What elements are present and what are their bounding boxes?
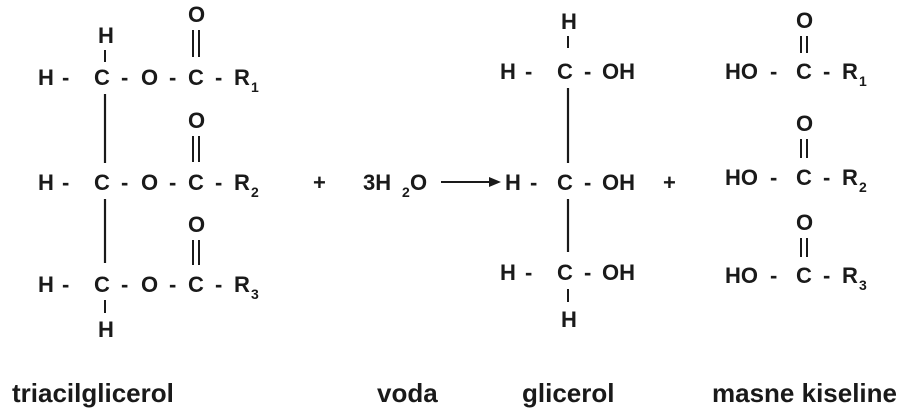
tag-row3-c: C — [94, 272, 110, 297]
fa2-r-subscript: 2 — [859, 179, 867, 195]
gly-row3-dash-2: - — [584, 260, 591, 285]
tag-row1-dash-2: - — [121, 65, 128, 90]
gly-top-h: H — [561, 9, 577, 34]
tag-row1-c: C — [94, 65, 110, 90]
fa3-dash-2: - — [823, 263, 830, 288]
gly-row1-oh: OH — [602, 59, 635, 84]
fa3-r: R — [842, 263, 858, 288]
tag-row3-dash-3: - — [169, 272, 176, 297]
water-reactant: 3H 2 O — [363, 170, 427, 200]
tag-row3-o: O — [141, 272, 158, 297]
gly-bottom-h: H — [561, 307, 577, 332]
tag-row2-carbonyl-c: C — [188, 170, 204, 195]
tag-row3-dash-1: - — [62, 272, 69, 297]
gly-row1-dash-2: - — [584, 59, 591, 84]
tag-row2-dash-1: - — [62, 170, 69, 195]
tag-row1-o: O — [141, 65, 158, 90]
fa1-dash-1: - — [770, 59, 777, 84]
glycerol-structure: H H - C - OH H - C - OH H - C - OH H — [500, 9, 635, 332]
fa2-dash-2: - — [823, 165, 830, 190]
triacylglycerol-structure: H H - C - O - C O - R 1 H - C - O - — [38, 2, 259, 342]
fatty-acids-structure: O HO - C - R 1 O HO - C - R 2 O HO — [725, 8, 867, 293]
gly-row1-dash-1: - — [525, 59, 532, 84]
fa3-c: C — [796, 263, 812, 288]
tag-row1-r-subscript: 1 — [251, 79, 259, 95]
tag-row3-carbonyl-c: C — [188, 272, 204, 297]
water-oxygen: O — [410, 170, 427, 195]
gly-row3-dash-1: - — [525, 260, 532, 285]
gly-row3-oh: OH — [602, 260, 635, 285]
tag-row2-r: R — [234, 170, 250, 195]
tag-row1-r: R — [234, 65, 250, 90]
reaction-arrow-head — [489, 177, 501, 187]
fa1-c: C — [796, 59, 812, 84]
fa3-dash-1: - — [770, 263, 777, 288]
tag-row1-h: H — [38, 65, 54, 90]
tag-row3-h: H — [38, 272, 54, 297]
gly-row1-h: H — [500, 59, 516, 84]
fatty-acid-3: O HO - C - R 3 — [725, 210, 867, 293]
tag-row2-o: O — [141, 170, 158, 195]
fatty-acid-2: O HO - C - R 2 — [725, 111, 867, 195]
fa3-ho: HO — [725, 263, 758, 288]
tag-row2-dash-4: - — [215, 170, 222, 195]
fa3-carbonyl-o: O — [796, 210, 813, 235]
caption-triacylglycerol: triacilglicerol — [12, 378, 174, 408]
gly-row2-h: H — [505, 170, 521, 195]
gly-row3-h: H — [500, 260, 516, 285]
caption-fatty-acids: masne kiseline — [712, 378, 897, 408]
fa1-ho: HO — [725, 59, 758, 84]
water-subscript: 2 — [402, 184, 410, 200]
tag-row1-dash-4: - — [215, 65, 222, 90]
caption-glycerol: glicerol — [522, 378, 614, 408]
water-coefficient: 3H — [363, 170, 391, 195]
tag-row1-dash-3: - — [169, 65, 176, 90]
tag-row2-r-subscript: 2 — [251, 184, 259, 200]
tag-row3-carbonyl-o: O — [188, 212, 205, 237]
fa2-ho: HO — [725, 165, 758, 190]
fa2-r: R — [842, 165, 858, 190]
fa3-r-subscript: 3 — [859, 277, 867, 293]
tag-row2-h: H — [38, 170, 54, 195]
tag-row1-carbonyl-c: C — [188, 65, 204, 90]
tag-row2-dash-2: - — [121, 170, 128, 195]
fa1-r: R — [842, 59, 858, 84]
plus-sign-1: + — [313, 170, 326, 195]
tag-top-h: H — [98, 23, 114, 48]
tag-row1-carbonyl-o: O — [188, 2, 205, 27]
fa1-carbonyl-o: O — [796, 8, 813, 33]
gly-row3-c: C — [557, 260, 573, 285]
tag-row3-dash-4: - — [215, 272, 222, 297]
gly-row2-dash-1: - — [530, 170, 537, 195]
fa1-r-subscript: 1 — [859, 73, 867, 89]
gly-row2-c: C — [557, 170, 573, 195]
fa2-dash-1: - — [770, 165, 777, 190]
tag-row3-r-subscript: 3 — [251, 286, 259, 302]
gly-row2-oh: OH — [602, 170, 635, 195]
fa2-c: C — [796, 165, 812, 190]
gly-row1-c: C — [557, 59, 573, 84]
reaction-arrow — [441, 177, 501, 187]
tag-row3-dash-2: - — [121, 272, 128, 297]
tag-row1-dash-1: - — [62, 65, 69, 90]
fa2-carbonyl-o: O — [796, 111, 813, 136]
tag-row3-r: R — [234, 272, 250, 297]
plus-sign-2: + — [663, 170, 676, 195]
fatty-acid-1: O HO - C - R 1 — [725, 8, 867, 89]
fa1-dash-2: - — [823, 59, 830, 84]
tag-row-2: H - C - O - C O - R 2 — [38, 108, 259, 200]
tag-row2-carbonyl-o: O — [188, 108, 205, 133]
tag-row2-c: C — [94, 170, 110, 195]
tag-bottom-h: H — [98, 317, 114, 342]
tag-row2-dash-3: - — [169, 170, 176, 195]
tag-row-1: H - C - O - C O - R 1 — [38, 2, 259, 95]
caption-water: voda — [377, 378, 438, 408]
gly-row2-dash-2: - — [584, 170, 591, 195]
tag-row-3: H - C - O - C O - R 3 — [38, 212, 259, 302]
